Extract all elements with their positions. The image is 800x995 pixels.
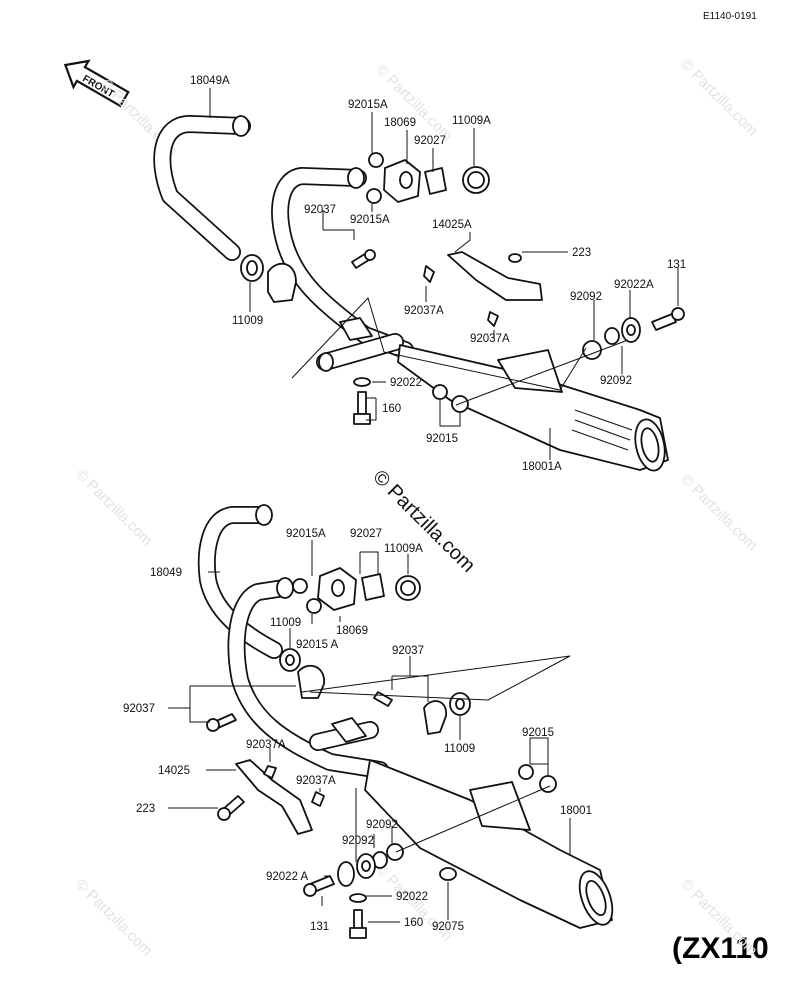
- part-label: 92015: [426, 433, 458, 445]
- watermark: © Partzilla.com: [72, 466, 155, 549]
- part-label: 92022: [390, 377, 422, 389]
- part-label: 92092: [600, 375, 632, 387]
- part-label: 92015A: [286, 528, 326, 540]
- part-label: 92015: [522, 727, 554, 739]
- part-label: 92027: [350, 528, 382, 540]
- diagram-code: E1140-0191: [703, 11, 757, 22]
- part-label: 92037A: [404, 305, 444, 317]
- part-label: 131: [310, 921, 329, 933]
- part-label: 92037A: [470, 333, 510, 345]
- part-label: 11009A: [384, 543, 423, 555]
- bottom-leader-lines: [168, 540, 571, 923]
- part-label: 14025A: [432, 219, 472, 231]
- watermark: © Partzilla.com: [677, 471, 760, 554]
- stand-14025A: [447, 251, 543, 301]
- part-label: 11009: [270, 617, 301, 629]
- part-label: 223: [572, 247, 591, 259]
- part-label: 92015A: [348, 99, 388, 111]
- part-label: 11009: [444, 743, 475, 755]
- top-exhaust-assembly: [153, 115, 685, 472]
- center-watermark: © Partzilla.com: [368, 466, 479, 577]
- part-label: 92022 A: [266, 871, 309, 883]
- part-label: 92037: [392, 645, 424, 657]
- part-label: 92022: [396, 891, 428, 903]
- part-label: 18049A: [190, 75, 230, 87]
- bottom-exhaust-assembly: [197, 504, 614, 939]
- part-label: 92037A: [296, 775, 336, 787]
- part-label: 92015 A: [296, 639, 339, 651]
- part-label: 11009A: [452, 115, 491, 127]
- part-label: 18049: [150, 567, 182, 579]
- part-label: 18001: [560, 805, 592, 817]
- part-label: 131: [667, 259, 686, 271]
- model-code: (ZX110: [672, 932, 769, 965]
- part-label: 160: [404, 917, 423, 929]
- part-label: 92037A: [246, 739, 286, 751]
- part-label: 92022A: [614, 279, 654, 291]
- bottom-labels: 92015A 92027 11009A 18049 11009 18069 92…: [123, 528, 592, 933]
- watermark: © Partzilla.com: [677, 56, 760, 139]
- part-label: 92092: [570, 291, 602, 303]
- part-label: 18069: [384, 117, 416, 129]
- part-label: 92037: [123, 703, 155, 715]
- part-label: 160: [382, 403, 401, 415]
- part-label: 92037: [304, 204, 336, 216]
- watermark: © Partzilla.com: [72, 876, 155, 959]
- part-label: 14025: [158, 765, 190, 777]
- part-label: 92092: [342, 835, 374, 847]
- part-label: 223: [136, 803, 155, 815]
- part-label: 92075: [432, 921, 464, 933]
- part-label: 92027: [414, 135, 446, 147]
- part-label: 11009: [232, 315, 263, 327]
- part-label: 92015A: [350, 214, 390, 226]
- stand-14025: [235, 759, 313, 835]
- part-label: 18001A: [522, 461, 562, 473]
- top-labels: 18049A 92015A 18069 92027 11009A 92037 9…: [190, 75, 686, 473]
- top-leader-lines: [209, 88, 679, 460]
- part-label: 18069: [336, 625, 368, 637]
- part-label: 92092: [366, 819, 398, 831]
